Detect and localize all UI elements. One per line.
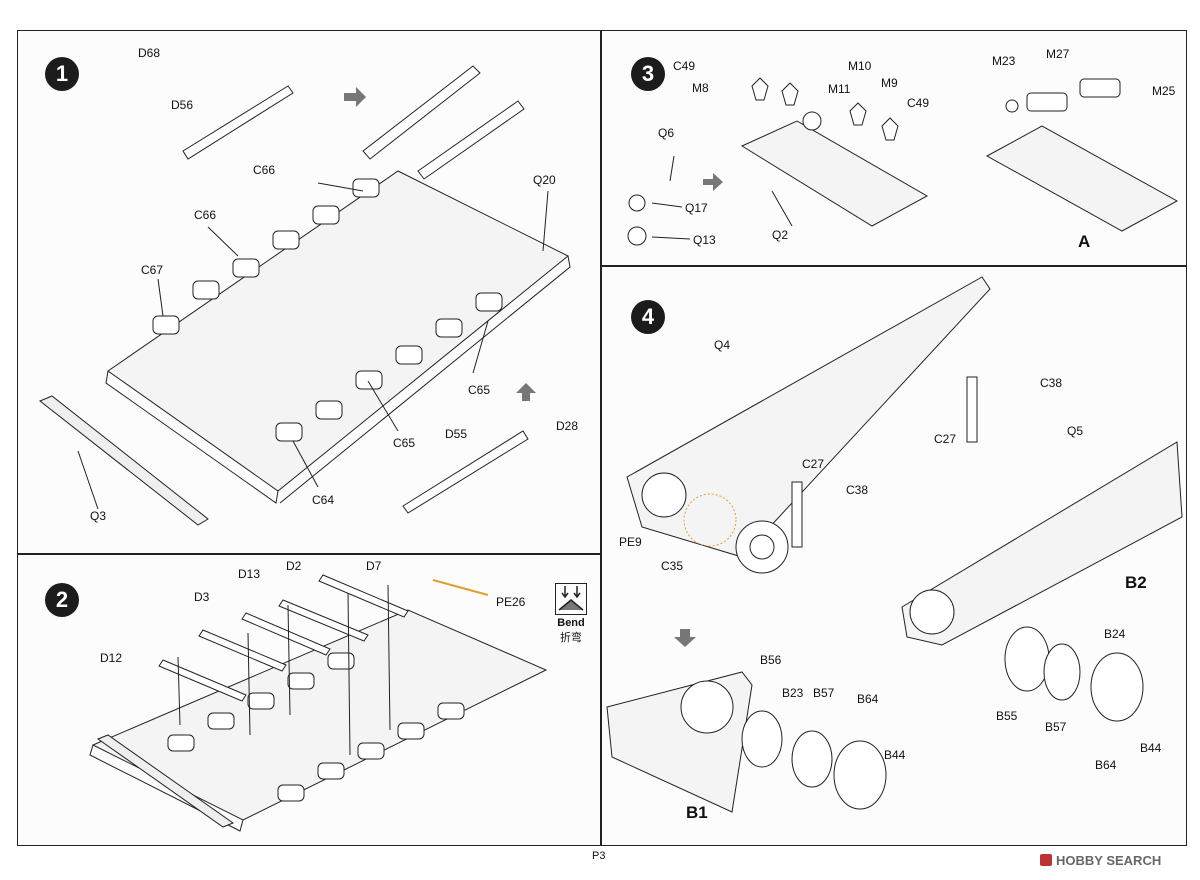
hull-floor-drawing	[89, 574, 548, 832]
part-label: M8	[692, 81, 709, 95]
watermark: HOBBY SEARCH	[1040, 853, 1161, 868]
step-number: 4	[631, 300, 665, 334]
bend-label-zh: 折弯	[560, 632, 582, 644]
part-label: B24	[1104, 627, 1126, 641]
part-label: C27	[934, 432, 957, 446]
part-label: D68	[138, 46, 161, 60]
part-label: C38	[1040, 376, 1063, 390]
part-label: PE26	[496, 595, 526, 609]
step-2-panel: 2	[17, 554, 601, 846]
part-label: M10	[848, 59, 872, 73]
part-label: PE9	[619, 535, 642, 549]
part-label: Q20	[533, 173, 556, 187]
part-label: Q5	[1067, 424, 1084, 438]
part-label: C35	[661, 559, 684, 573]
part-label: D2	[286, 559, 302, 573]
part-label: M27	[1046, 47, 1070, 61]
part-label: D12	[100, 651, 123, 665]
bend-label: Bend	[557, 617, 585, 629]
step-4-panel: 4 Q4	[601, 266, 1187, 846]
part-label: C27	[802, 457, 825, 471]
hull-floor-drawing	[39, 65, 571, 526]
part-label: M23	[992, 54, 1016, 68]
part-label: C65	[393, 436, 416, 450]
bend-instruction: Bend 折弯	[547, 583, 595, 645]
part-label: D28	[556, 419, 579, 433]
part-label: Q6	[658, 126, 675, 140]
step-3-panel: 3 C49 M8 M10 M11 M9	[601, 30, 1187, 266]
part-label: B64	[857, 692, 879, 706]
part-label: C49	[673, 59, 696, 73]
sub-assembly-label: B2	[1125, 573, 1147, 592]
step-number: 3	[631, 57, 665, 91]
hobby-search-logo-icon	[1040, 854, 1052, 866]
step-number: 1	[45, 57, 79, 91]
part-label: C66	[253, 163, 276, 177]
part-label: D55	[445, 427, 468, 441]
hull-plate-drawing	[627, 77, 1179, 246]
part-label: C67	[141, 263, 164, 277]
part-label: B57	[1045, 720, 1067, 734]
part-label: Q2	[772, 228, 789, 242]
part-label: C64	[312, 493, 335, 507]
part-label: D7	[366, 559, 382, 573]
part-label: C49	[907, 96, 930, 110]
part-label: B23	[782, 686, 804, 700]
part-label: M9	[881, 76, 898, 90]
part-label: C66	[194, 208, 217, 222]
part-label: B44	[1140, 741, 1162, 755]
sub-assembly-label: A	[1078, 232, 1091, 251]
page-number: P3	[592, 850, 606, 862]
part-label: B56	[760, 653, 782, 667]
part-label: D3	[194, 590, 210, 604]
step-number: 2	[45, 583, 79, 617]
part-label: Q4	[714, 338, 731, 352]
part-label: D13	[238, 567, 261, 581]
hull-side-drawing	[606, 276, 1183, 813]
step-1-panel: 1	[17, 30, 601, 554]
part-label: C38	[846, 483, 869, 497]
part-label: B64	[1095, 758, 1117, 772]
part-label: M25	[1152, 84, 1176, 98]
part-label: D56	[171, 98, 194, 112]
part-label: C65	[468, 383, 491, 397]
sub-assembly-label: B1	[686, 803, 708, 822]
part-label: M11	[828, 82, 851, 96]
part-label: Q17	[685, 201, 708, 215]
watermark-text: HOBBY SEARCH	[1056, 853, 1162, 868]
part-label: B44	[884, 748, 906, 762]
part-label: B57	[813, 686, 835, 700]
bend-icon	[555, 583, 587, 615]
part-label: Q13	[693, 233, 716, 247]
part-label: Q3	[90, 509, 107, 523]
part-label: B55	[996, 709, 1018, 723]
